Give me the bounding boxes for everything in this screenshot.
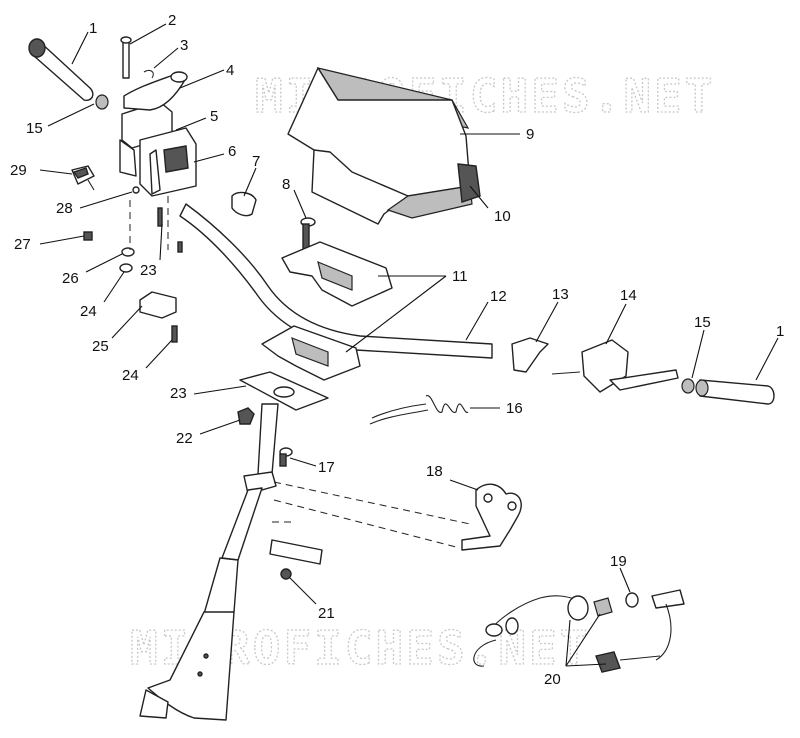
callout-12: 12 xyxy=(490,288,507,305)
callout-19: 19 xyxy=(610,553,627,570)
upper-clamp xyxy=(281,241,393,307)
callout-18: 18 xyxy=(426,463,443,480)
callout-1-right: 1 xyxy=(776,323,784,340)
left-washer xyxy=(95,94,109,110)
kill-switch xyxy=(71,165,95,191)
nut-21 xyxy=(280,568,292,580)
left-grip xyxy=(28,38,94,102)
callout-10: 10 xyxy=(494,208,511,225)
callout-25: 25 xyxy=(92,338,109,355)
callout-27: 27 xyxy=(14,236,31,253)
leader-lines xyxy=(39,23,779,667)
right-washer xyxy=(681,378,695,394)
mounting-bracket xyxy=(461,483,522,551)
left-controls xyxy=(119,71,197,197)
callout-28: 28 xyxy=(56,200,73,217)
callout-3: 3 xyxy=(180,37,188,54)
ignition-switch-harness xyxy=(473,589,685,673)
nut-22 xyxy=(237,407,255,425)
callout-5: 5 xyxy=(210,108,218,125)
callout-17: 17 xyxy=(318,459,335,476)
callout-8: 8 xyxy=(282,176,290,193)
callout-6: 6 xyxy=(228,143,236,160)
screw-23-right xyxy=(177,241,183,253)
callout-7: 7 xyxy=(252,153,260,170)
nut-27 xyxy=(83,231,93,241)
bolt-17 xyxy=(279,447,293,467)
callout-9: 9 xyxy=(526,126,534,143)
right-grip xyxy=(695,379,775,405)
callouts: 1 2 3 4 15 5 6 29 28 7 8 9 10 27 26 23 2… xyxy=(10,12,784,688)
callout-16: 16 xyxy=(506,400,523,417)
washer-26 xyxy=(121,247,135,257)
lower-clamp xyxy=(261,325,361,381)
housing-clip xyxy=(231,191,257,217)
callout-2: 2 xyxy=(168,12,176,29)
callout-15-right: 15 xyxy=(694,314,711,331)
callout-24-upper: 24 xyxy=(80,303,97,320)
screw-24 xyxy=(171,325,178,343)
callout-15-left: 15 xyxy=(26,120,43,137)
callout-24-lower: 24 xyxy=(122,367,139,384)
callout-13: 13 xyxy=(552,286,569,303)
callout-26: 26 xyxy=(62,270,79,287)
callout-1-left: 1 xyxy=(89,20,97,37)
cover-plate xyxy=(139,291,177,319)
riser-plate xyxy=(239,371,329,411)
brake-lever xyxy=(551,339,679,393)
callout-11: 11 xyxy=(452,268,468,285)
steering-post xyxy=(139,403,279,721)
callout-21: 21 xyxy=(318,605,335,622)
headlight-pod xyxy=(287,67,481,225)
bolt-8 xyxy=(300,217,316,255)
callout-23-plate: 23 xyxy=(170,385,187,402)
handlebar xyxy=(179,203,493,359)
spacer-tube xyxy=(269,539,323,565)
brake-bracket xyxy=(511,337,549,373)
callout-29: 29 xyxy=(10,162,27,179)
screw-28 xyxy=(132,186,140,194)
callout-20: 20 xyxy=(544,671,561,688)
callout-22: 22 xyxy=(176,430,193,447)
pin xyxy=(120,36,132,79)
coil-cord xyxy=(369,395,469,425)
washer-24 xyxy=(119,263,133,273)
callout-14: 14 xyxy=(620,287,637,304)
clip xyxy=(143,69,154,79)
screw-23-left xyxy=(157,207,163,227)
callout-4: 4 xyxy=(226,62,234,79)
callout-23-left: 23 xyxy=(140,262,157,279)
